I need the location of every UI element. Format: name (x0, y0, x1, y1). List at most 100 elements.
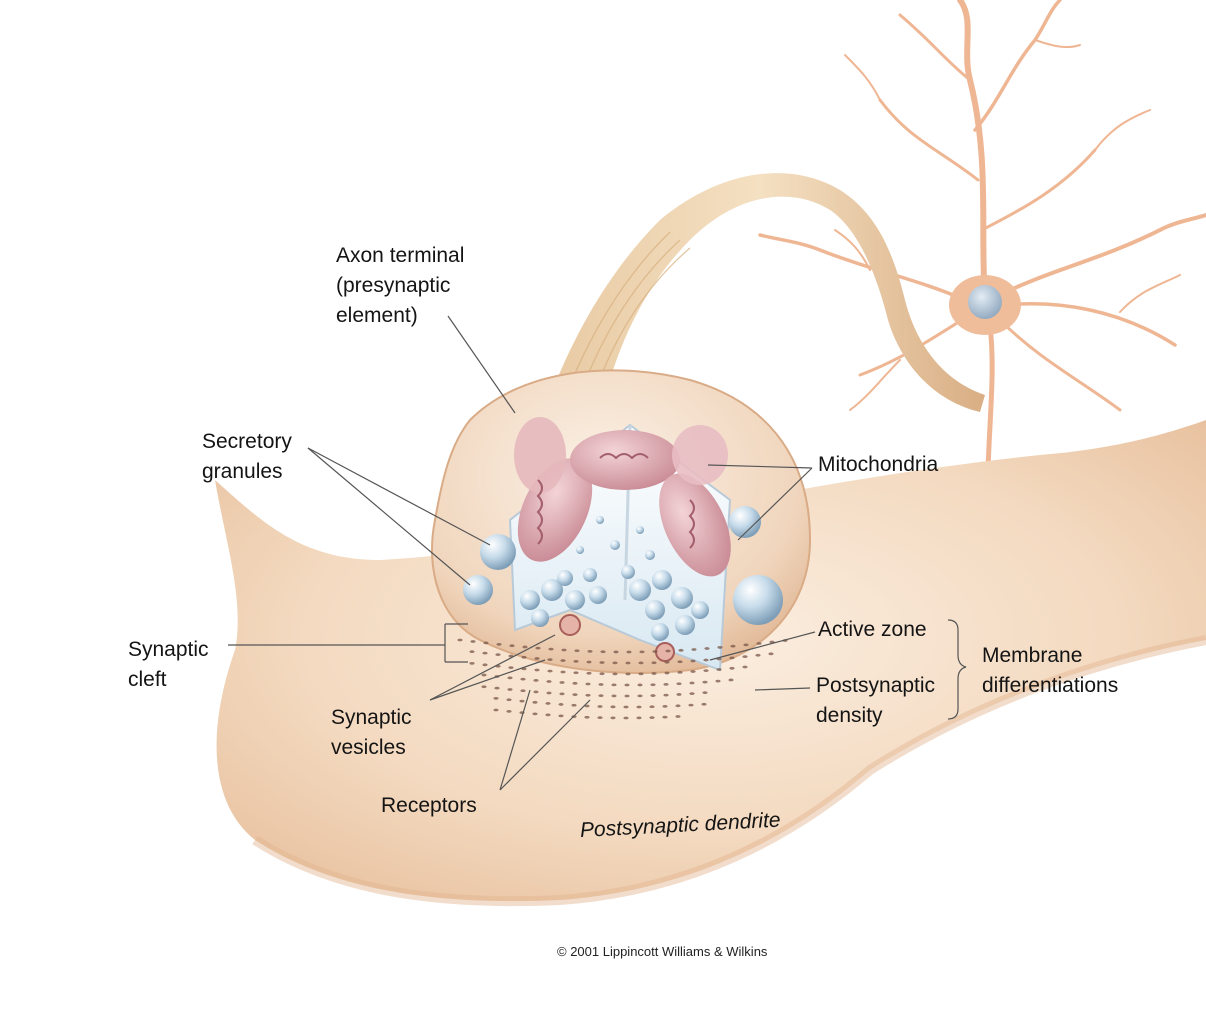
receptor-dot (548, 647, 554, 651)
receptor-dot (495, 653, 501, 656)
receptor-dot (509, 644, 515, 648)
receptor-dot (587, 649, 593, 653)
receptor-dot (496, 642, 502, 646)
receptor-dot (664, 660, 670, 664)
receptor-dot (665, 649, 671, 653)
receptor-dot (715, 679, 721, 683)
synaptic-vesicles (520, 516, 709, 662)
receptor-dot (611, 683, 617, 687)
receptor-dot (613, 650, 619, 654)
receptor-dot (506, 709, 512, 713)
receptor-dot (506, 698, 512, 702)
receptor-dot (728, 678, 734, 682)
receptor-dot (703, 669, 709, 673)
mitochondria (514, 417, 731, 577)
receptor-dot (637, 694, 643, 698)
receptor-dot (494, 686, 500, 690)
receptor-dot (623, 716, 629, 720)
receptor-dot (598, 694, 604, 698)
receptor-dot (650, 694, 656, 697)
dendrite-shading (252, 635, 1206, 907)
receptor-dot (519, 699, 525, 703)
receptor-dot (532, 700, 538, 704)
receptor-dot (651, 661, 657, 665)
receptor-dot (664, 671, 670, 675)
receptor-dot (586, 671, 592, 675)
receptor-dot (652, 650, 658, 653)
receptor-dot (742, 665, 748, 669)
receptor-dot (545, 713, 551, 717)
receptor-dot (625, 672, 631, 676)
receptor-dot (702, 680, 708, 684)
receptor-dot (624, 683, 630, 687)
receptor-dot (701, 702, 707, 706)
receptor-dot (521, 655, 527, 659)
receptor-dot (663, 693, 669, 697)
receptor-dot (493, 708, 499, 712)
copyright-notice: © 2001 Lippincott Williams & Wilkins (557, 944, 768, 959)
receptor-dot (676, 693, 682, 696)
receptor-dot (690, 670, 696, 673)
receptor-dot (716, 668, 722, 671)
receptor-dot (481, 673, 487, 677)
receptor-dot (560, 670, 566, 674)
receptor-dot (598, 683, 604, 686)
receptor-dot (584, 704, 590, 708)
receptor-dot (625, 661, 631, 665)
receptor-dot (717, 646, 723, 649)
receptor-dot (507, 688, 513, 691)
receptor-dot (729, 656, 735, 660)
receptor-dot (599, 661, 605, 664)
receptor-dot (520, 677, 526, 681)
receptor-dot (730, 644, 736, 648)
receptor-dot (612, 661, 618, 665)
receptor-dot (584, 715, 590, 719)
receptor-dot (457, 638, 463, 642)
neuron-dendrites (758, 0, 1206, 473)
leader-lines (228, 315, 967, 791)
receptor-dot (597, 705, 603, 708)
receptor-dot (676, 682, 682, 686)
receptor-dot (690, 659, 696, 663)
receptor-dot (586, 660, 592, 664)
receptor-dot (639, 650, 645, 654)
receptor-dot (662, 715, 668, 719)
receptor-dot (638, 672, 644, 676)
receptor-dot (559, 692, 565, 696)
label-axon-terminal: Axon terminal (presynaptic element) (336, 244, 465, 327)
receptor-dot (663, 682, 669, 686)
label-mitochondria: Mitochondria (818, 453, 939, 476)
receptor-dot (481, 685, 487, 689)
receptor-dot (572, 693, 578, 697)
receptor-dot (558, 714, 564, 718)
receptor-dot (547, 669, 553, 673)
receptor-dot (626, 650, 632, 654)
receptor-dot (703, 658, 709, 662)
receptor-dot (585, 693, 591, 697)
receptor-dot (636, 705, 642, 709)
receptor-dot (637, 683, 643, 687)
receptor-dot (533, 690, 539, 694)
receptor-dot (742, 655, 748, 658)
label-receptors: Receptors (381, 794, 477, 817)
receptor-dot (600, 650, 606, 654)
receptor-dot (533, 679, 539, 682)
receptor-dot (729, 666, 735, 670)
receptor-dot (743, 643, 749, 647)
receptor-dot (662, 704, 668, 708)
receptor-dot (675, 704, 681, 708)
receptor-dot (482, 663, 488, 667)
label-synaptic-vesicles: Synaptic vesicles (331, 706, 412, 759)
receptor-dot (599, 672, 605, 676)
label-secretory-granules: Secretory granules (202, 430, 292, 483)
receptor-dot (675, 715, 681, 718)
receptor-dot (755, 653, 761, 657)
receptor-dot (689, 681, 695, 685)
receptor-dot (546, 691, 552, 695)
secretory-granules (463, 506, 783, 625)
receptor-dot (756, 642, 762, 645)
receptor-dot (545, 702, 551, 705)
receptor-dot (572, 681, 578, 685)
receptor-dot (469, 661, 475, 665)
